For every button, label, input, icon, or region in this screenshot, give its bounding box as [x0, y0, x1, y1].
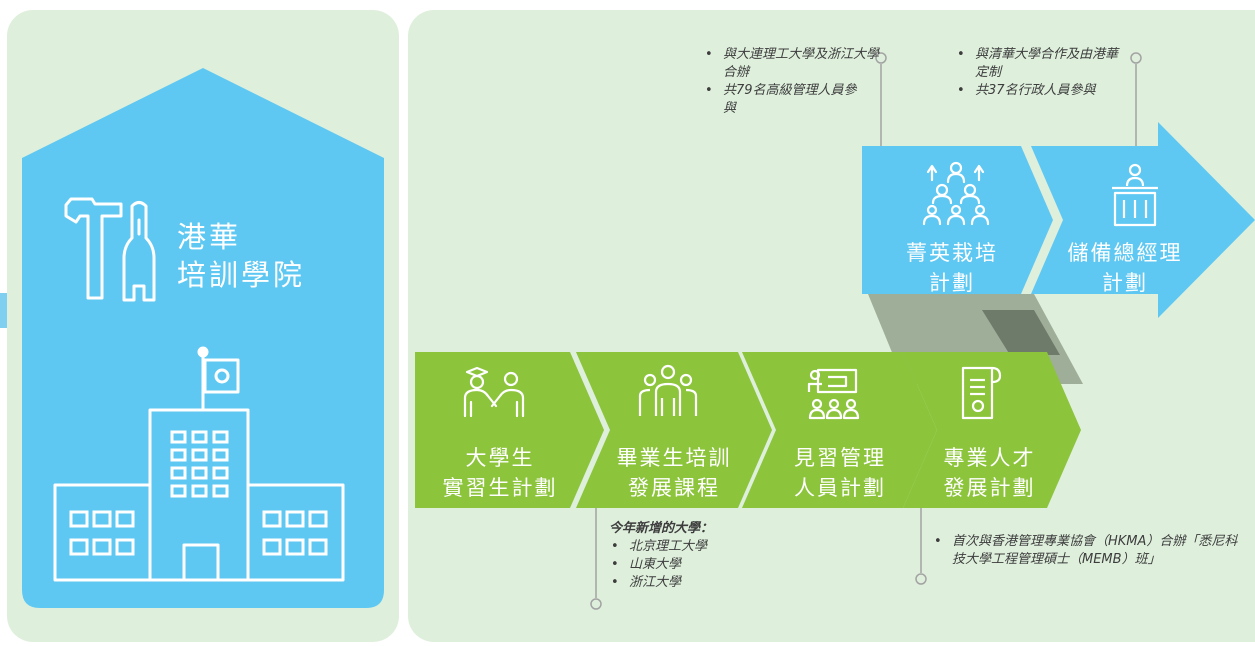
- building-windows: [69, 430, 328, 556]
- step-label-trainee: 見習管理 人員計劃: [794, 446, 886, 500]
- academy-name-line2: 培訓學院: [177, 258, 306, 292]
- presentation-board-icon: [807, 368, 860, 420]
- step-label-gm: 儲備總經理 計劃: [1067, 241, 1183, 295]
- note-gm-item: 共37名行政人員參與: [955, 82, 1125, 100]
- note-graduate: 今年新增的大學： 北京理工大學 山東大學 浙江大學: [609, 520, 713, 592]
- graduate-handshake-icon: [463, 366, 525, 418]
- step-label-intern: 大學生 實習生計劃: [442, 446, 558, 500]
- step-label-graduate: 畢業生培訓 發展課程: [616, 446, 732, 500]
- note-graduate-item: 北京理工大學: [609, 538, 713, 556]
- step-shape-professional: [903, 352, 1081, 508]
- graduate-group-icon: [638, 364, 698, 416]
- note-elite-item: 共79名高級管理人員參與: [703, 82, 863, 118]
- certificate-icon: [961, 366, 1002, 420]
- note-graduate-heading: 今年新增的大學：: [609, 521, 714, 536]
- connector-band-shadow: [982, 310, 1060, 355]
- building-icon: [53, 346, 345, 582]
- tools-icon: [64, 197, 156, 302]
- note-elite-item: 與大連理工大學及浙江大學合辦: [703, 46, 883, 82]
- note-elite: 與大連理工大學及浙江大學合辦 共79名高級管理人員參與: [703, 46, 883, 118]
- step-label-professional: 專業人才 發展計劃: [943, 446, 1036, 500]
- step-shape-trainee: [742, 352, 937, 508]
- step-label-elite: 菁英栽培 計劃: [906, 241, 998, 295]
- speaker-podium-icon: [1112, 163, 1158, 227]
- note-graduate-item: 山東大學: [609, 556, 713, 574]
- step-shape-intern: [415, 352, 604, 508]
- step-shape-elite: [862, 146, 1053, 294]
- note-gm-item: 與清華大學合作及由港華定制: [955, 46, 1125, 82]
- team-growth-icon: [922, 161, 990, 226]
- step-shape-graduate: [576, 352, 772, 508]
- academy-name: 港華 培訓學院: [177, 218, 305, 294]
- left-edge-accent: [0, 293, 7, 328]
- note-professional-item: 首次與香港管理專業協會（HKMA）合辦「悉尼科技大學工程管理碩士（MEMB）班」: [932, 533, 1242, 569]
- step-shape-gm: [1031, 122, 1255, 318]
- note-professional: 首次與香港管理專業協會（HKMA）合辦「悉尼科技大學工程管理碩士（MEMB）班」: [932, 533, 1242, 569]
- academy-name-line1: 港華: [177, 220, 242, 254]
- note-graduate-item: 浙江大學: [609, 574, 713, 592]
- note-gm: 與清華大學合作及由港華定制 共37名行政人員參與: [955, 46, 1125, 100]
